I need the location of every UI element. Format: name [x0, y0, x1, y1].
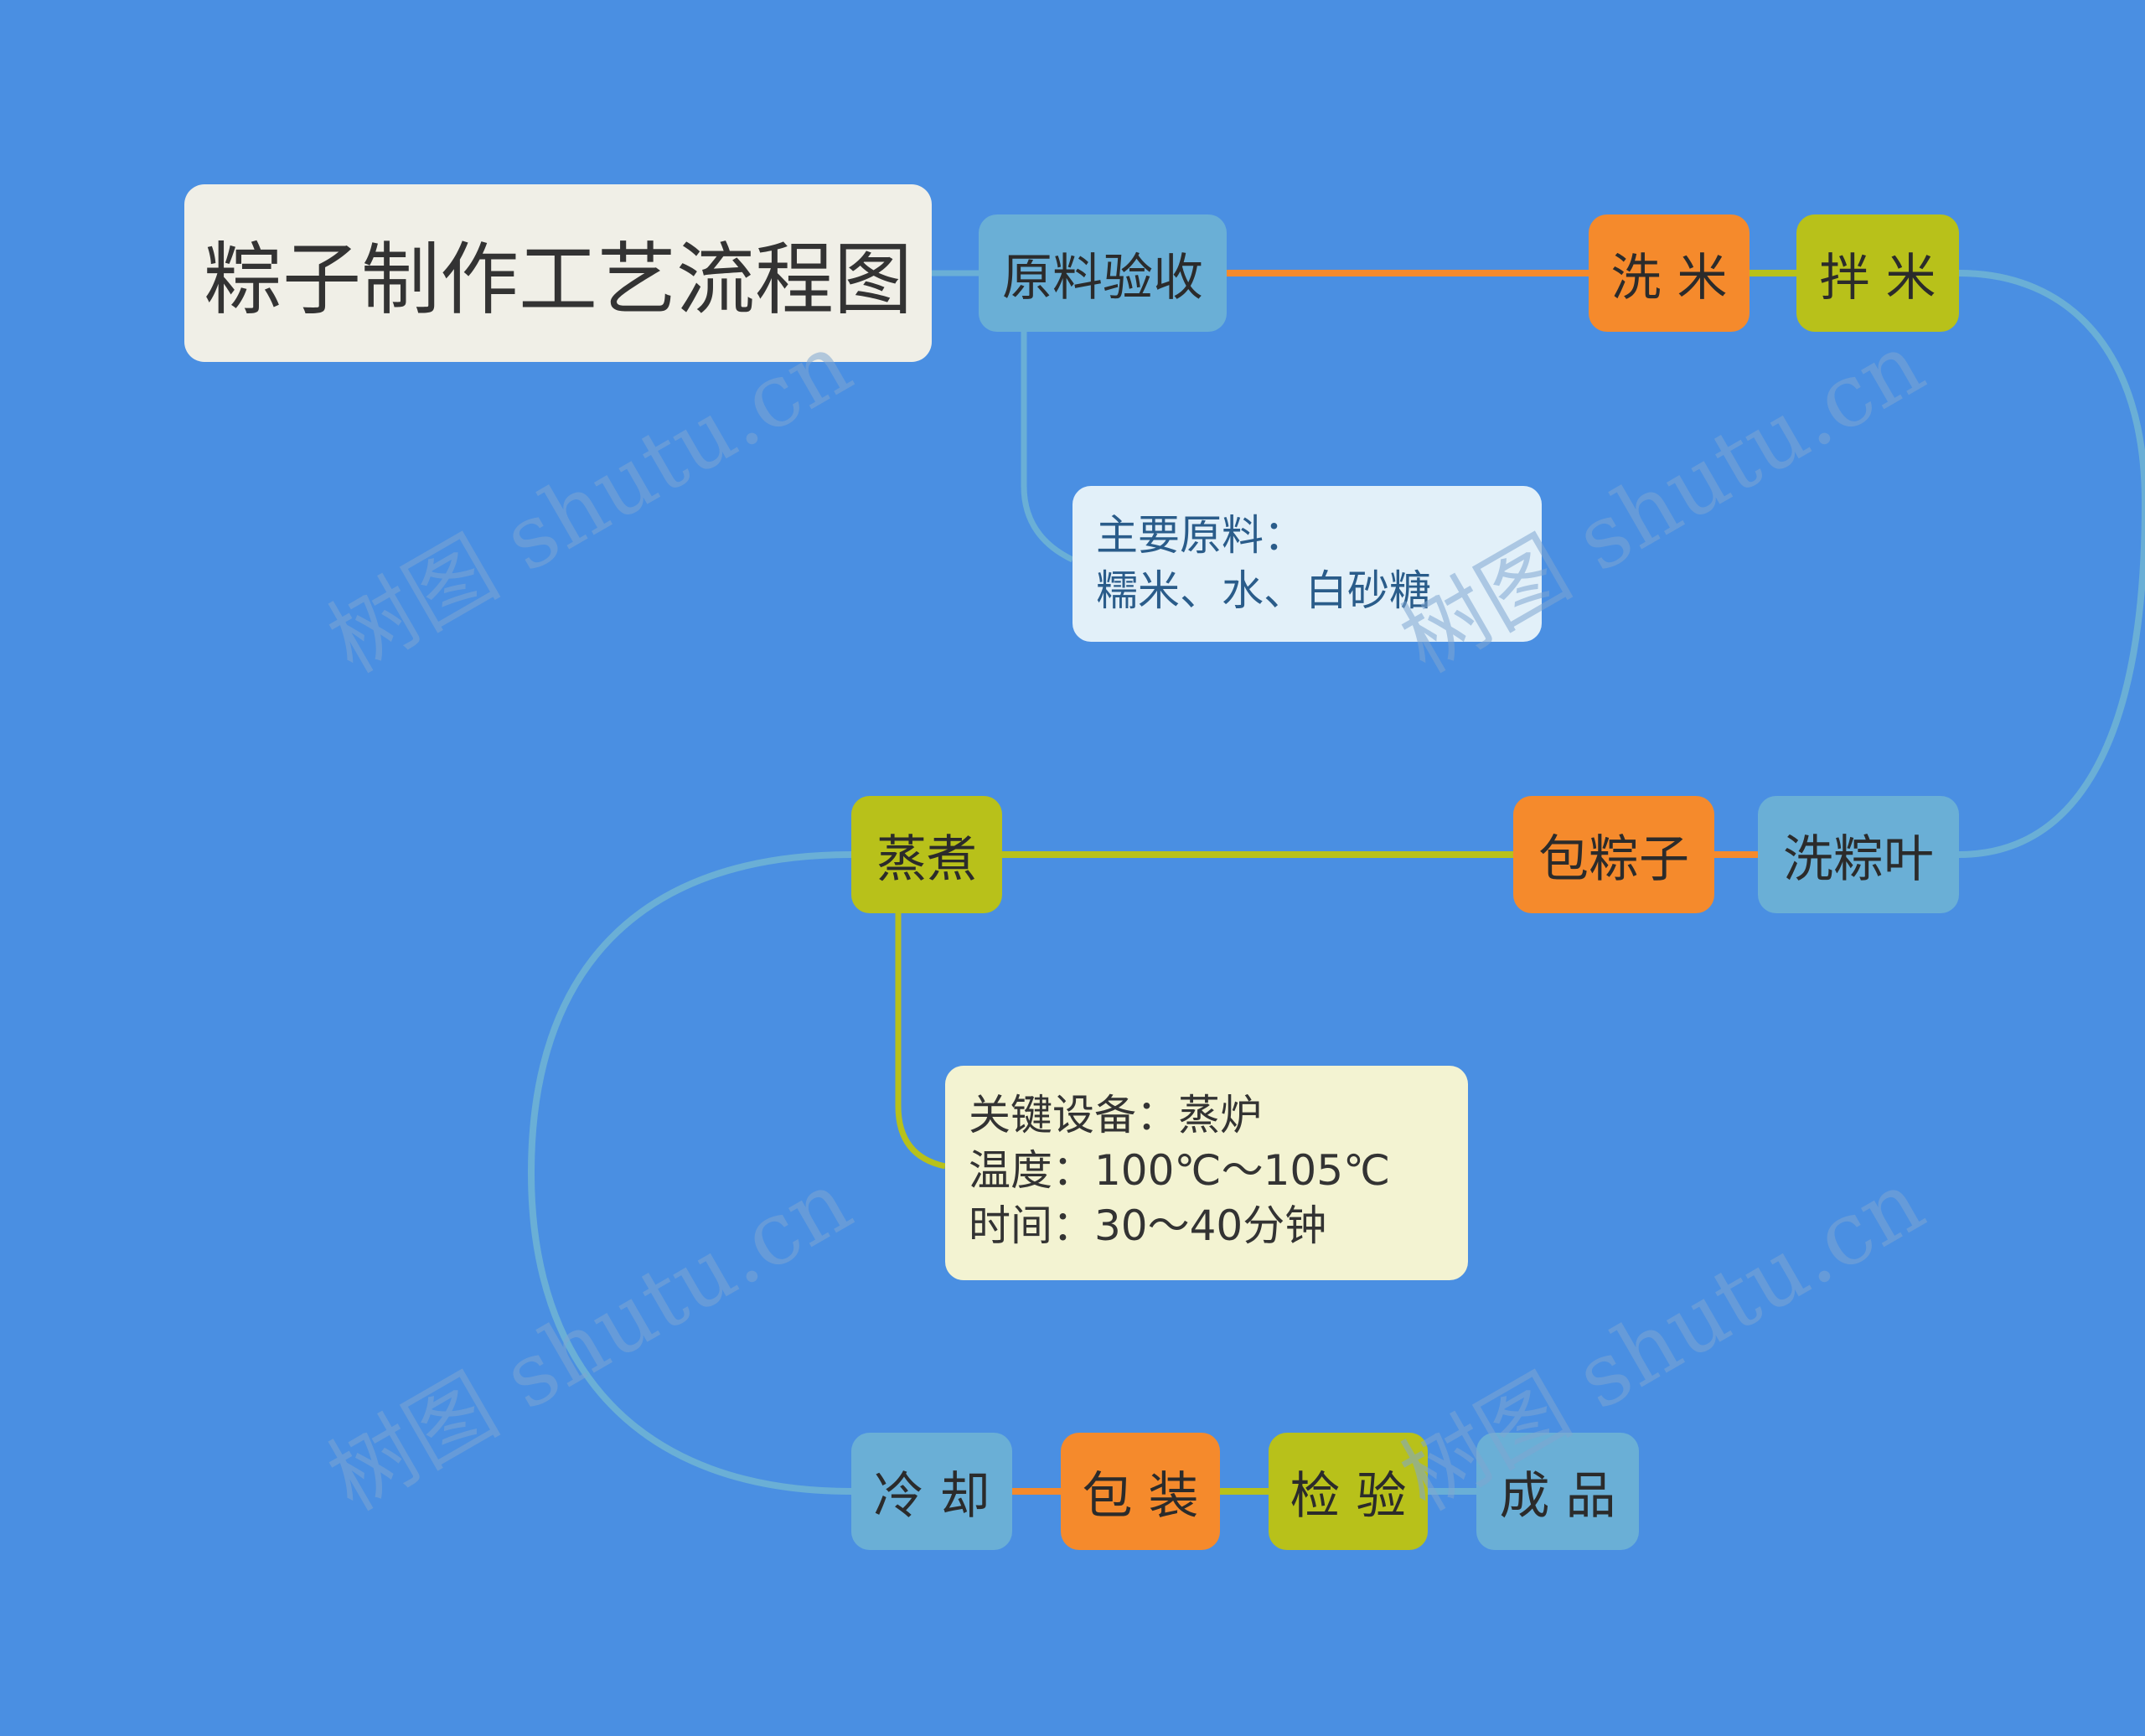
page-title: 粽子制作工艺流程图 — [184, 184, 932, 362]
link-steam-note — [895, 913, 946, 1170]
step-wash-leaves: 洗粽叶 — [1758, 796, 1959, 913]
note-line: 糯米、水、白砂糖 — [1096, 566, 1431, 615]
note-steam-parameters: 关键设备：蒸炉 温度：100℃～105℃ 时间：30～40分钟 — [945, 1066, 1468, 1280]
step-finished-product: 成 品 — [1476, 1433, 1639, 1550]
step-inspect: 检 验 — [1269, 1433, 1428, 1550]
step-wrap-zongzi: 包粽子 — [1513, 796, 1714, 913]
step-steam: 蒸煮 — [851, 796, 1002, 913]
link-mix-washleaves — [1958, 270, 2145, 858]
link-steam-cool — [527, 851, 852, 1495]
step-wash-rice: 洗 米 — [1589, 214, 1750, 332]
step-cool: 冷 却 — [851, 1433, 1012, 1550]
note-line: 时间：30～40分钟 — [969, 1201, 1327, 1250]
note-line: 温度：100℃～105℃ — [969, 1146, 1391, 1195]
step-raw-material-inspection: 原料验收 — [979, 214, 1227, 332]
note-line: 主要原料： — [1096, 511, 1305, 560]
note-line: 关键设备：蒸炉 — [969, 1091, 1262, 1139]
link-raw-note — [1021, 332, 1074, 563]
note-raw-materials: 主要原料： 糯米、水、白砂糖 — [1072, 486, 1542, 642]
step-package: 包 装 — [1061, 1433, 1220, 1550]
step-mix-rice: 拌 米 — [1796, 214, 1959, 332]
